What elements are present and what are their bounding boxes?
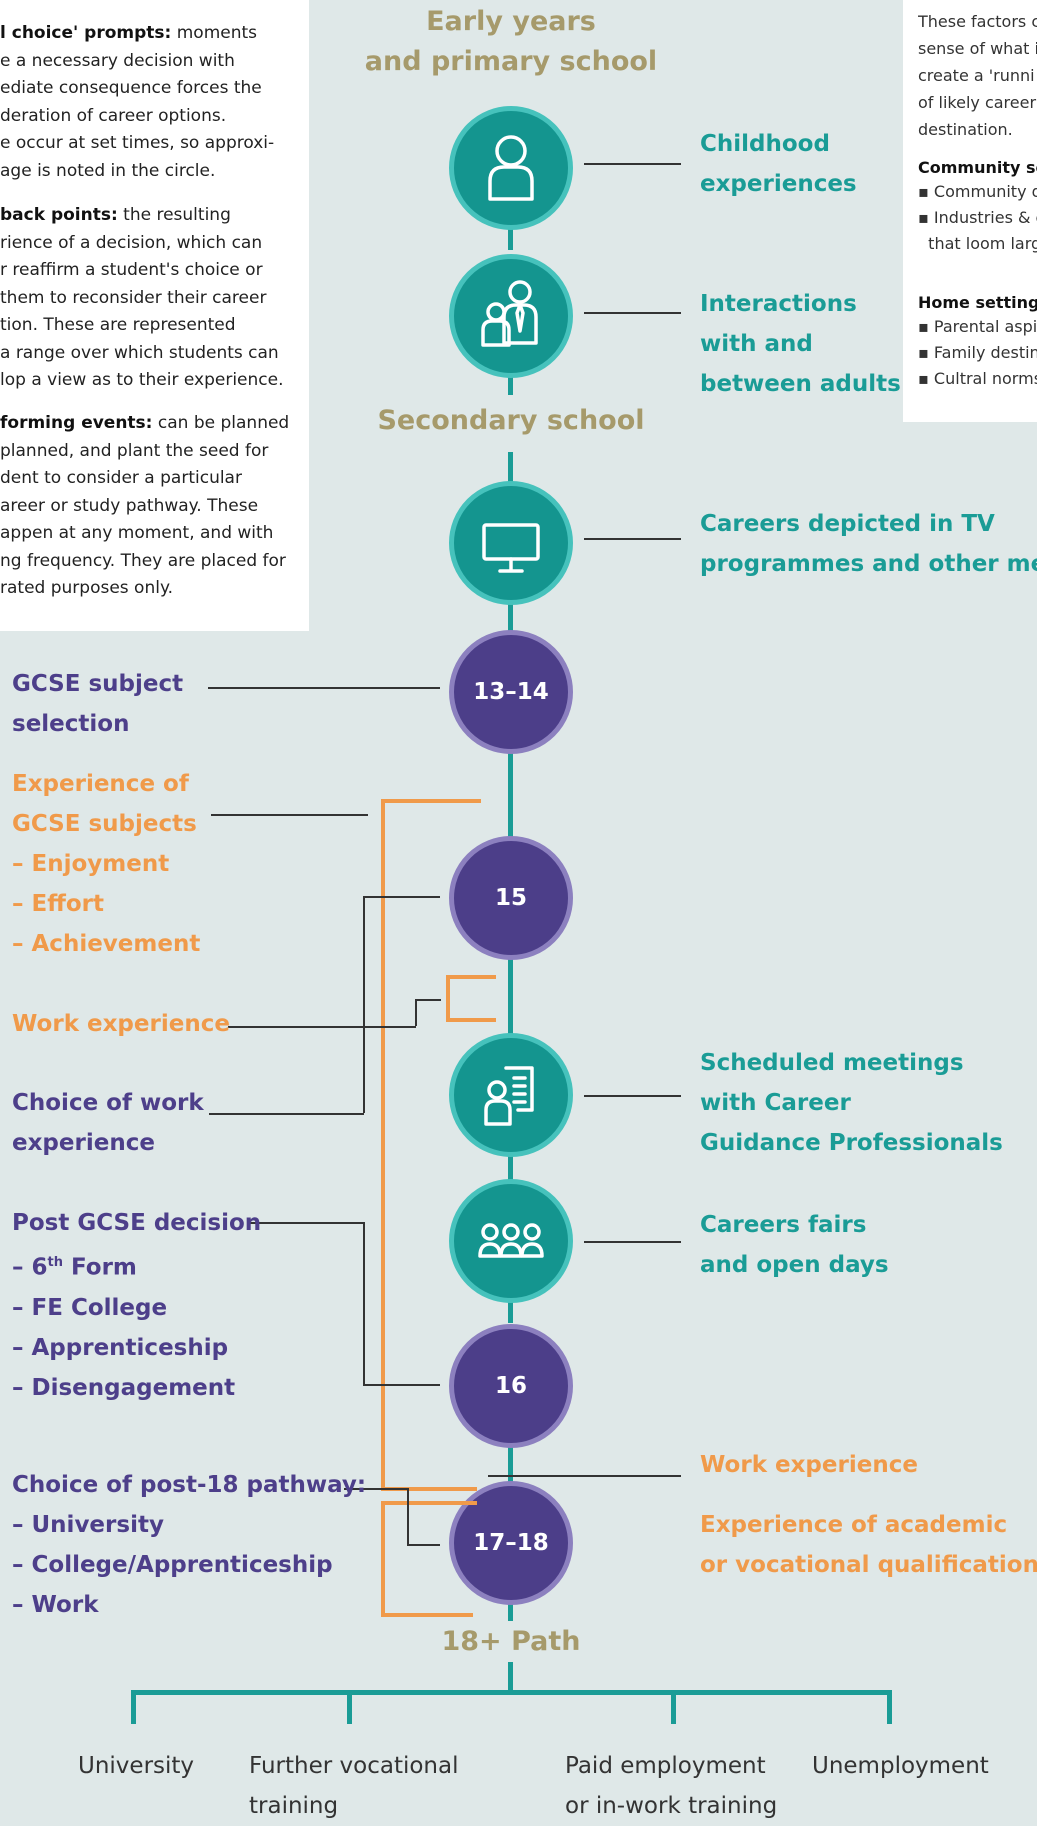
- timeline-spine: [508, 1662, 513, 1692]
- legend-feedback: back points: the resulting rience of a d…: [0, 205, 284, 390]
- connector-line: [228, 1026, 416, 1028]
- label-childhood: Childhood experiences: [700, 131, 857, 197]
- feedback-bracket-lower: [381, 1501, 385, 1617]
- feedback-bracket: [381, 1487, 477, 1491]
- connector-line: [415, 999, 417, 1026]
- connector-line: [208, 687, 440, 689]
- timeline-spine: [508, 1596, 513, 1621]
- tv-icon-circle: [449, 481, 573, 605]
- adults-icon-circle: [449, 254, 573, 378]
- branch-tick: [887, 1690, 892, 1724]
- person-icon: [488, 135, 534, 201]
- legend-feedback-title: back points:: [0, 205, 118, 225]
- home-heading: Home setting: [918, 293, 1037, 312]
- legend-informing-title: forming events:: [0, 413, 153, 433]
- connector-line: [248, 1222, 365, 1224]
- factors-panel: These factors c sense of what i create a…: [903, 0, 1037, 422]
- label-gcse-experience: Experience of GCSE subjects – Enjoyment …: [12, 771, 201, 957]
- label-tv: Careers depicted in TV programmes and ot…: [700, 511, 1037, 577]
- branch-bar: [131, 1690, 892, 1695]
- connector-line: [584, 1095, 681, 1097]
- connector-line: [584, 1241, 681, 1243]
- legend-prompts: l choice' prompts: moments e a necessary…: [0, 23, 275, 181]
- feedback-bracket-lower: [381, 1501, 477, 1505]
- age-circle-17-18: 17–18: [449, 1481, 573, 1605]
- timeline-spine: [508, 1156, 513, 1184]
- person-icon-circle: [449, 106, 573, 230]
- connector-line: [584, 312, 681, 314]
- dest-employment: Paid employment or in-work training: [565, 1753, 778, 1819]
- phase-early-years: Early years and primary school: [364, 6, 658, 77]
- label-interactions: Interactions with and between adults: [700, 291, 901, 397]
- timeline-spine: [508, 220, 513, 250]
- label-work-experience-left: Work experience: [12, 1011, 230, 1037]
- branch-tick: [131, 1690, 136, 1724]
- connector-line: [584, 538, 681, 540]
- connector-line: [415, 999, 441, 1001]
- legend-prompts-title: l choice' prompts:: [0, 23, 172, 43]
- connector-line: [211, 814, 368, 816]
- dest-university: University: [78, 1753, 195, 1779]
- label-choice-work: Choice of work experience: [12, 1090, 204, 1156]
- timeline-spine: [508, 751, 513, 837]
- timeline-spine: [508, 955, 513, 1038]
- factors-home: Home setting ▪ Parental aspi ▪ Family de…: [918, 293, 1037, 388]
- factors-community: Community se ▪ Community d ▪ Industries …: [918, 158, 1037, 253]
- timeline-spine: [508, 452, 513, 485]
- feedback-bracket: [381, 799, 385, 1491]
- dest-vocational: Further vocational training: [249, 1753, 459, 1819]
- adults-icon: [481, 280, 538, 347]
- label-meetings: Scheduled meetings with Career Guidance …: [700, 1050, 1003, 1156]
- connector-line: [584, 163, 681, 165]
- connector-line: [407, 1544, 440, 1546]
- group-icon: [478, 1223, 544, 1258]
- group-icon-circle: [449, 1179, 573, 1303]
- connector-line: [344, 1488, 408, 1490]
- dest-unemployment: Unemployment: [812, 1753, 989, 1779]
- feedback-bracket: [381, 799, 481, 803]
- feedback-bracket-small: [446, 1018, 496, 1022]
- label-qualification: Experience of academic or vocational qua…: [700, 1512, 1037, 1578]
- age-circle-15: 15: [449, 836, 573, 960]
- label-post-gcse: Post GCSE decision – 6th Form – FE Colle…: [12, 1210, 262, 1401]
- label-work-experience-right: Work experience: [700, 1452, 918, 1478]
- connector-line: [488, 1475, 681, 1477]
- label-post18: Choice of post-18 pathway: – University …: [12, 1472, 367, 1618]
- label-fairs: Careers fairs and open days: [700, 1212, 889, 1278]
- feedback-bracket-small: [446, 975, 496, 979]
- branch-tick: [671, 1690, 676, 1724]
- timeline-spine: [508, 1302, 513, 1323]
- connector-line: [363, 896, 440, 898]
- timeline-spine: [508, 1441, 513, 1484]
- factors-intro: These factors c sense of what i create a…: [918, 12, 1037, 139]
- legend-informing: forming events: can be planned planned, …: [0, 413, 290, 598]
- branch-tick: [347, 1690, 352, 1724]
- age-circle-13-14: 13–14: [449, 630, 573, 754]
- legend-panel: l choice' prompts: moments e a necessary…: [0, 0, 309, 631]
- document-person-icon: [484, 1066, 534, 1126]
- timeline-spine: [508, 603, 513, 633]
- timeline-spine: [508, 375, 513, 395]
- phase-secondary: Secondary school: [377, 405, 645, 436]
- feedback-bracket-small: [446, 975, 450, 1022]
- age-circle-16: 16: [449, 1324, 573, 1448]
- connector-line: [363, 1222, 365, 1384]
- phase-18-path: 18+ Path: [441, 1626, 581, 1657]
- feedback-bracket-lower: [381, 1613, 473, 1617]
- community-heading: Community se: [918, 158, 1037, 177]
- connector-line: [363, 896, 365, 1113]
- connector-line: [407, 1488, 409, 1545]
- tv-icon: [482, 523, 540, 573]
- label-gcse-selection: GCSE subject selection: [12, 671, 184, 737]
- connector-line: [363, 1384, 440, 1386]
- document-person-icon-circle: [449, 1033, 573, 1157]
- connector-line: [209, 1113, 364, 1115]
